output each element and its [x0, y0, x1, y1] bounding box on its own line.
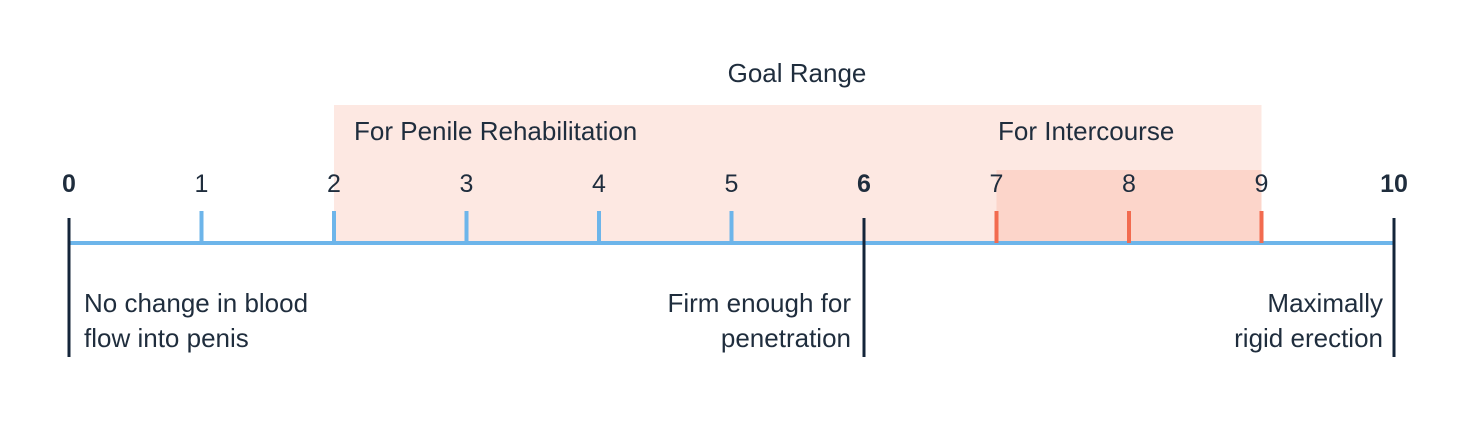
low-description-line2: flow into penis [84, 323, 249, 353]
mid-description-line1: Firm enough for [667, 288, 851, 318]
scale-tick-label-7: 7 [990, 170, 1004, 198]
scale-tick-label-1: 1 [195, 170, 209, 198]
scale-tick-label-10: 10 [1380, 170, 1408, 198]
scale-tick-label-4: 4 [592, 170, 606, 198]
scale-tick-label-8: 8 [1122, 170, 1136, 198]
high-description-line1: Maximally [1267, 288, 1383, 318]
scale-tick-label-9: 9 [1255, 170, 1269, 198]
low-description-line1: No change in blood [84, 288, 309, 318]
scale-tick-label-5: 5 [725, 170, 739, 198]
scale-tick-label-0: 0 [62, 170, 76, 198]
mid-description-line2: penetration [720, 323, 851, 353]
goal-range-title: Goal Range [727, 58, 867, 88]
low-anchor-description: No change in blood flow into penis [84, 286, 308, 356]
rehab-band-label: For Penile Rehabilitation [354, 116, 638, 146]
high-description-line2: rigid erection [1234, 323, 1383, 353]
scale-tick-label-3: 3 [460, 170, 474, 198]
mid-anchor-description: Firm enough for penetration [667, 286, 851, 356]
scale-tick-label-6: 6 [857, 170, 871, 198]
scale-tick-labels: 0 1 2 3 4 5 6 7 8 9 10 [62, 170, 1408, 198]
scale-tick-label-2: 2 [327, 170, 341, 198]
intercourse-band-label: For Intercourse [998, 116, 1175, 146]
scale-ticks [67, 211, 1396, 357]
high-anchor-description: Maximally rigid erection [1234, 286, 1383, 356]
